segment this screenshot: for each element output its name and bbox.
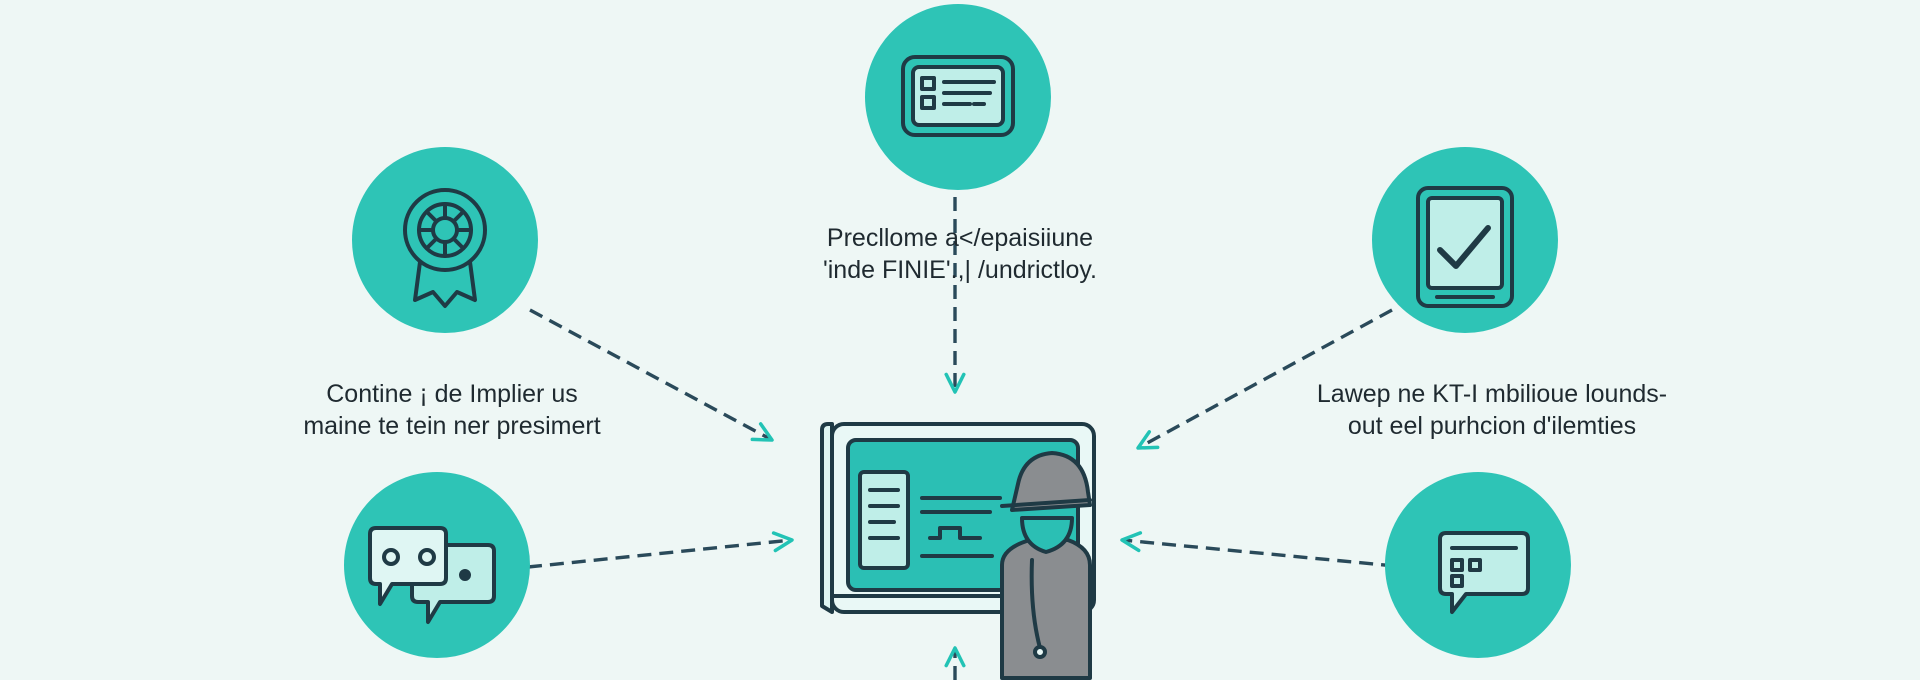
checklist-tablet-icon <box>1416 186 1514 308</box>
label-top-line-1: Precllome a</epaisiiune <box>826 224 1094 252</box>
node-lower-right <box>1385 472 1571 658</box>
chat-bubbles-icon <box>368 526 496 624</box>
node-upper-left <box>352 147 538 333</box>
connector-upper-right <box>1136 308 1393 450</box>
node-upper-right <box>1372 147 1558 333</box>
node-top <box>865 4 1051 190</box>
monitor-with-person-icon <box>820 422 1096 680</box>
id-card-icon <box>901 55 1015 137</box>
label-left: Contine ¡ de Implier us maine te tein ne… <box>262 378 642 442</box>
label-left-line-2: maine te tein ner presimert <box>303 412 601 440</box>
message-window-icon <box>1438 531 1530 614</box>
label-right-line-1: Lawep ne KT-I mbilioue lounds- <box>1316 380 1668 408</box>
connectors <box>527 175 1396 680</box>
award-badge-icon <box>403 188 487 308</box>
label-left-line-1: Contine ¡ de Implier us <box>326 380 578 408</box>
connector-lower-right <box>1120 531 1396 568</box>
label-right-line-2: out eel purhcion d'ilemties <box>1347 412 1637 440</box>
label-top: Precllome a</epaisiiune 'inde FINIE'.,| … <box>760 222 1160 286</box>
connector-lower-left <box>527 531 794 569</box>
connector-upper-left <box>529 308 774 442</box>
label-top-line-2: 'inde FINIE'.,| /undrictloy. <box>822 256 1097 284</box>
node-lower-left <box>344 472 530 658</box>
label-right: Lawep ne KT-I mbilioue lounds- out eel p… <box>1262 378 1722 442</box>
person-figure <box>1000 451 1092 680</box>
